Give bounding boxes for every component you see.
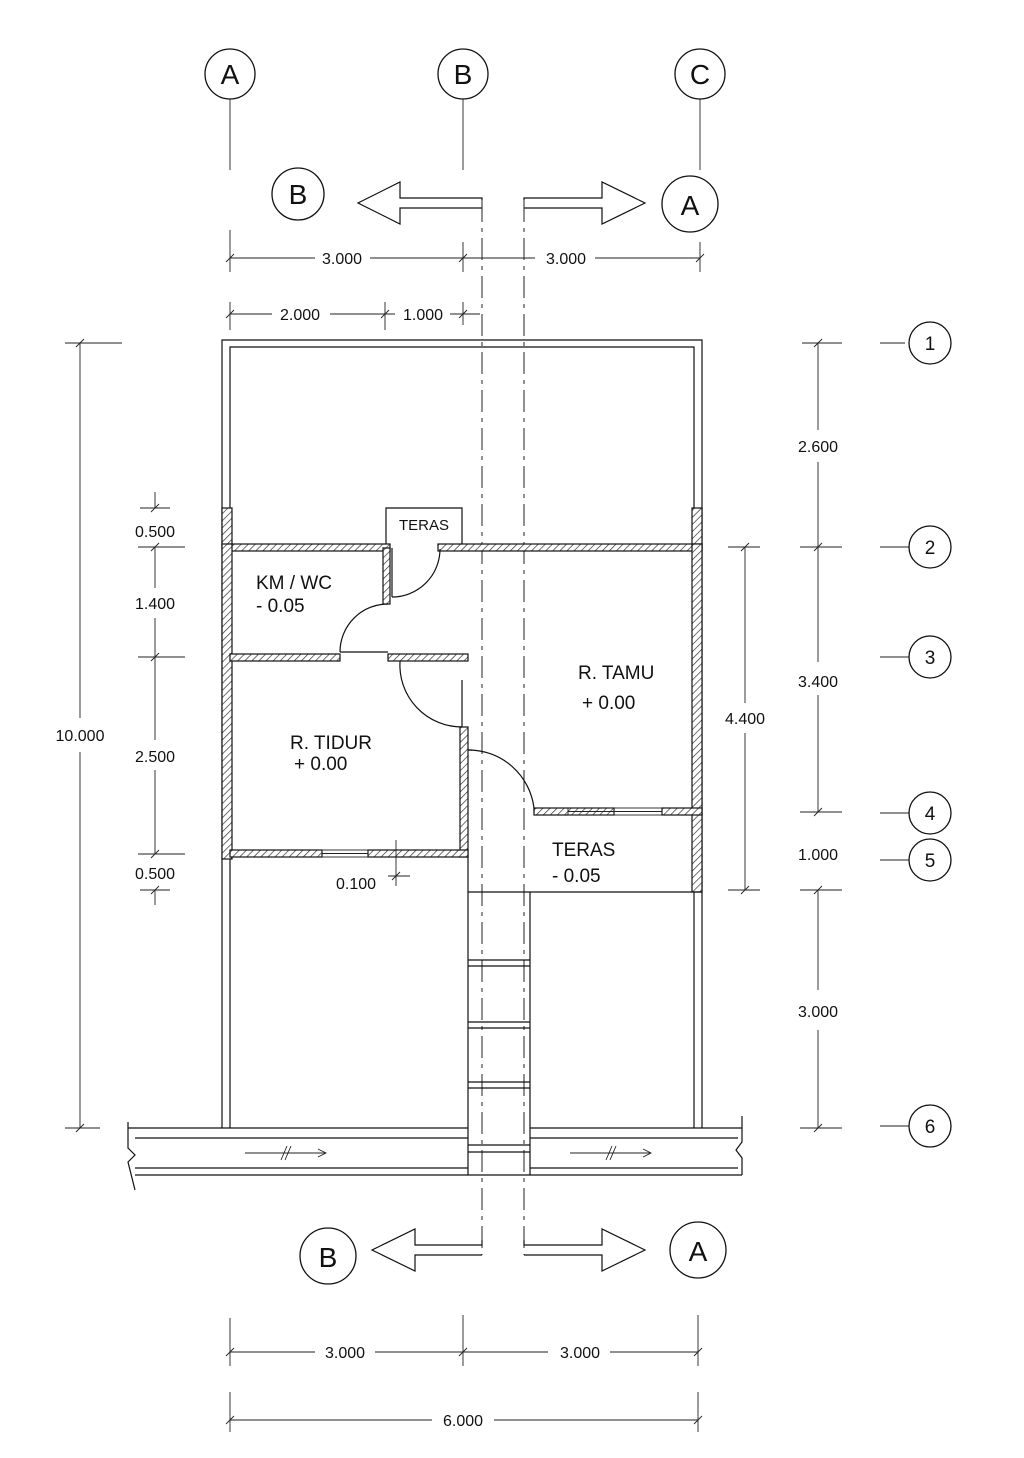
dim-top-2: 3.000 xyxy=(546,251,586,268)
grid-bubble-row-4: 4 xyxy=(925,804,936,825)
dim-left-4: 0.500 xyxy=(135,866,175,883)
left-dimensions: 10.000 0.500 1.400 2.500 0.500 0.100 xyxy=(56,338,410,1133)
dim-overall-length: 10.000 xyxy=(56,728,105,745)
dim-left-1: 0.500 xyxy=(135,524,175,541)
room-name-tamu: R. TAMU xyxy=(578,663,654,684)
dim-top-sub-1: 2.000 xyxy=(280,307,320,324)
grid-bubble-col-1: A xyxy=(204,48,256,100)
section-marker-bottom: B A xyxy=(299,1221,727,1285)
walls xyxy=(221,507,703,893)
bottom-dimensions: 3.000 3.000 6.000 xyxy=(225,1315,703,1432)
section-marker-top: B A xyxy=(271,167,719,233)
dim-left-3: 2.500 xyxy=(135,749,175,766)
section-label-top-right: A xyxy=(681,190,700,221)
grid-rows: 1 2 3 4 5 6 xyxy=(880,321,952,1148)
section-label-top-left: B xyxy=(289,179,308,210)
dim-left-2: 1.400 xyxy=(135,596,175,613)
grid-bubble-row-5: 5 xyxy=(925,851,936,872)
grid-bubble-row-3: 3 xyxy=(925,648,936,669)
teras-bottom-outline xyxy=(467,857,702,893)
dim-top-sub-2: 1.000 xyxy=(403,307,443,324)
room-name-tidur: R. TIDUR xyxy=(290,733,372,754)
doors xyxy=(339,548,535,812)
room-label-teras-top: TERAS xyxy=(399,517,449,534)
grid-bubble-row-1: 1 xyxy=(925,334,936,355)
dim-right-inner: 4.400 xyxy=(725,711,765,728)
dim-bottom-2: 3.000 xyxy=(560,1345,600,1362)
room-level-tidur: + 0.00 xyxy=(294,754,347,775)
grid-bubble-col-2: B xyxy=(437,48,489,100)
teras-top-step: TERAS xyxy=(385,507,463,544)
svg-text:C: C xyxy=(690,59,710,90)
windows xyxy=(321,807,663,858)
road-drainage xyxy=(127,1116,743,1191)
grid-columns: A B C xyxy=(204,48,726,170)
room-name-teras: TERAS xyxy=(552,840,615,861)
dim-bottom-1: 3.000 xyxy=(325,1345,365,1362)
dim-top-1: 3.000 xyxy=(322,251,362,268)
dim-right-1: 2.600 xyxy=(798,439,838,456)
grid-bubble-row-6: 6 xyxy=(925,1117,936,1138)
svg-text:B: B xyxy=(454,59,473,90)
room-level-kmwc: - 0.05 xyxy=(256,596,305,617)
room-level-teras: - 0.05 xyxy=(552,866,601,887)
top-dimensions: 3.000 3.000 2.000 1.000 xyxy=(225,230,705,330)
section-label-bottom-right: A xyxy=(689,1236,708,1267)
grid-bubble-col-3: C xyxy=(674,48,726,100)
dim-right-3: 1.000 xyxy=(798,847,838,864)
room-labels: KM / WC - 0.05 R. TIDUR + 0.00 R. TAMU +… xyxy=(256,573,654,887)
svg-text:A: A xyxy=(221,59,240,90)
room-name-kmwc: KM / WC xyxy=(256,573,332,594)
walkway-steps xyxy=(467,892,531,1175)
right-dimensions: 2.600 3.400 1.000 3.000 4.400 xyxy=(725,338,842,1133)
section-cut-lines xyxy=(481,200,525,1255)
room-level-tamu: + 0.00 xyxy=(582,693,635,714)
dim-overall-width: 6.000 xyxy=(443,1413,483,1430)
dim-right-4: 3.000 xyxy=(798,1004,838,1021)
section-label-bottom-left: B xyxy=(319,1242,338,1273)
dim-right-2: 3.400 xyxy=(798,674,838,691)
grid-bubble-row-2: 2 xyxy=(925,538,936,559)
dim-window-offset: 0.100 xyxy=(336,876,376,893)
